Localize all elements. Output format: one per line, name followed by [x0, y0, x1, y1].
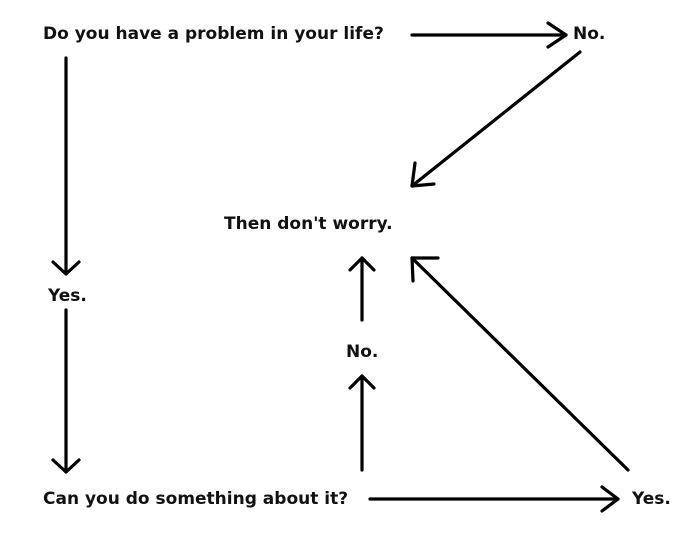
edge-problem-to-yes	[51, 56, 81, 276]
answer-yes-bottom-node: Yes.	[632, 489, 671, 509]
answer-no-top-node: No.	[573, 24, 606, 44]
answer-yes-left-node: Yes.	[48, 286, 87, 306]
question-fix-node: Can you do something about it?	[43, 489, 349, 509]
answer-no-middle-node: No.	[346, 342, 379, 362]
result-node: Then don't worry.	[224, 214, 393, 234]
edge-problem-to-no	[410, 21, 568, 49]
edge-yes-to-result	[410, 256, 630, 472]
edge-yes-to-fix	[51, 308, 81, 474]
edge-fix-to-no	[348, 374, 376, 472]
edge-no-to-result-middle	[348, 256, 376, 322]
edge-fix-to-yes	[368, 485, 620, 513]
edge-no-to-result	[410, 50, 582, 188]
question-problem-node: Do you have a problem in your life?	[43, 24, 384, 44]
